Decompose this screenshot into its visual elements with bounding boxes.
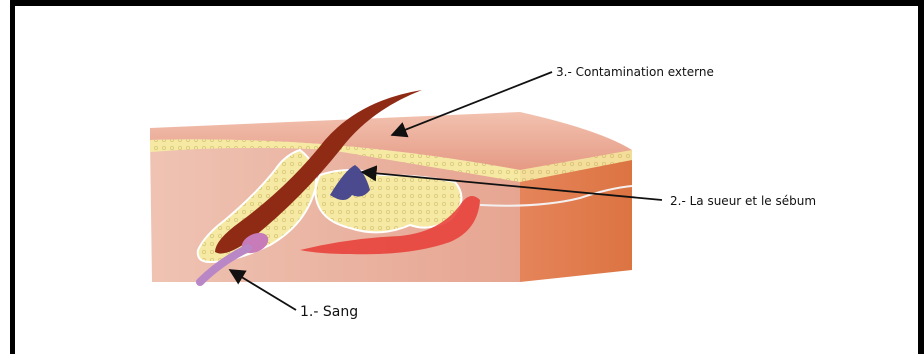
label-contamination: 3.- Contamination externe — [556, 65, 714, 79]
label-blood: 1.- Sang — [300, 304, 358, 320]
label-sweat-sebum: 2.- La sueur et le sébum — [670, 194, 816, 208]
